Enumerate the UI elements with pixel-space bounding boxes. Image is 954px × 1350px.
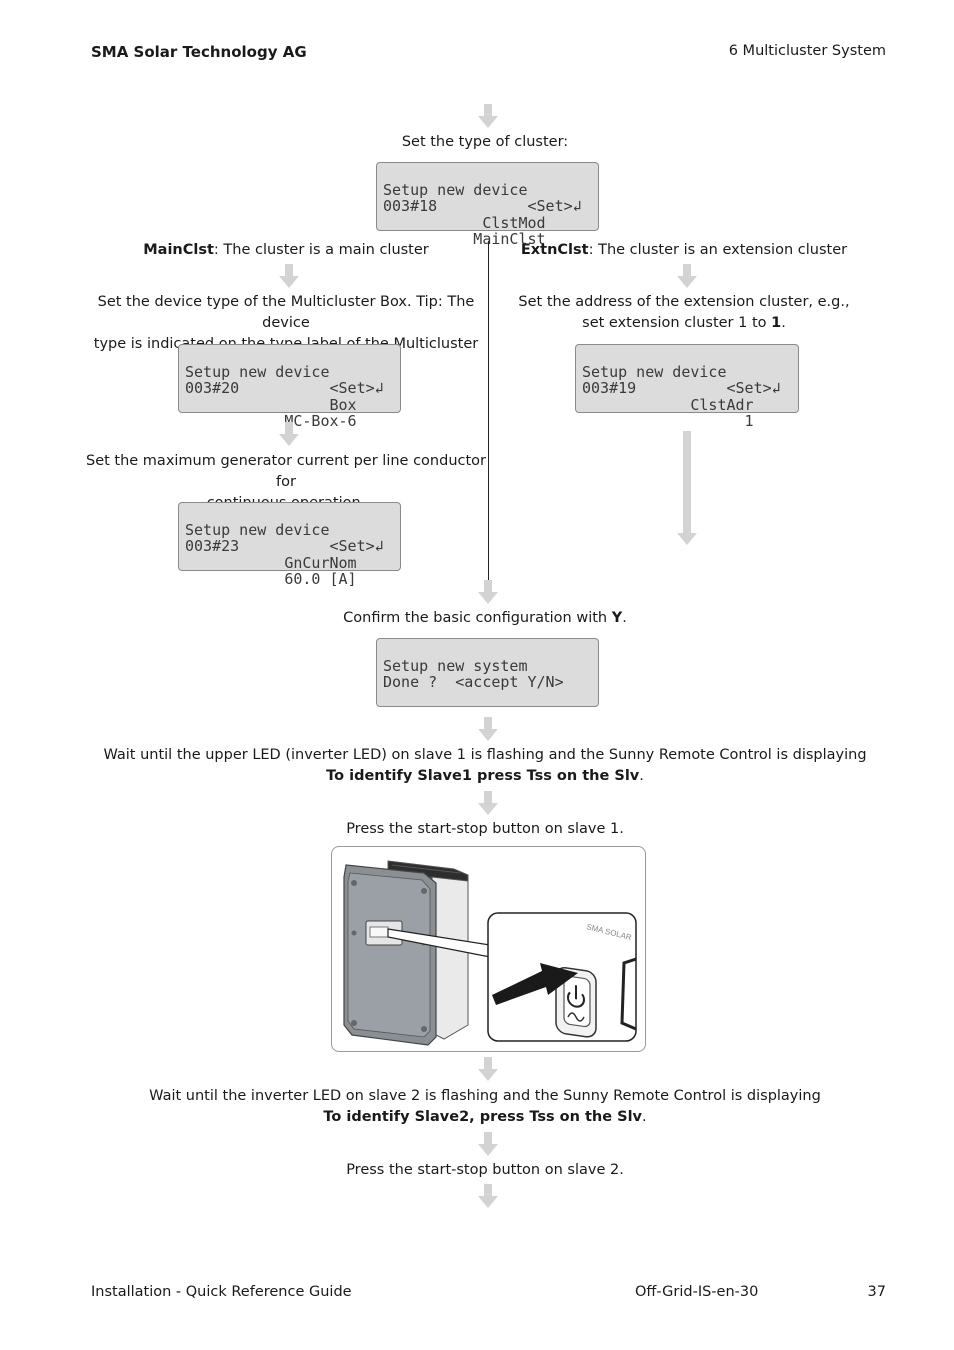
- lcd-line: 60.0 [A]: [185, 570, 357, 588]
- right-branch-heading-rest: : The cluster is an extension cluster: [588, 242, 848, 258]
- left-branch-heading-rest: : The cluster is a main cluster: [213, 242, 429, 258]
- header-company: SMA Solar Technology AG: [91, 43, 307, 61]
- down-arrow-icon: [478, 717, 498, 741]
- step-wait-slave2-post: .: [642, 1109, 647, 1125]
- lcd-line: Done ? <accept Y/N>: [383, 673, 564, 691]
- step-wait-slave2-text: Wait until the inverter LED on slave 2 i…: [0, 1086, 954, 1128]
- step-address-line2-bold: 1: [771, 315, 782, 331]
- right-branch-heading: ExtnClst: The cluster is an extension cl…: [496, 240, 872, 261]
- lcd-line: Setup new device: [185, 362, 330, 381]
- lcd-line: MainClst: [383, 230, 546, 248]
- down-arrow-icon: [677, 264, 697, 288]
- footer-page-number: 37: [867, 1284, 886, 1300]
- step-address-line2: set extension cluster 1 to 1.: [496, 313, 872, 334]
- step-wait-slave2-bold: To identify Slave2, press Tss on the Slv: [323, 1109, 642, 1125]
- step-wait-slave2-line2: To identify Slave2, press Tss on the Slv…: [0, 1107, 954, 1128]
- step-press-slave1-text: Press the start-stop button on slave 1.: [346, 821, 624, 837]
- step-address-line2-post: .: [781, 315, 786, 331]
- step-current-line1: Set the maximum generator current per li…: [85, 453, 486, 490]
- lcd-line: 1: [582, 412, 754, 430]
- step-confirm-bold: Y: [611, 610, 623, 626]
- down-arrow-icon: [478, 1132, 498, 1156]
- lcd-line: 003#20 <Set>↲: [185, 379, 384, 397]
- inverter-figure: SMA SOLAR: [331, 846, 646, 1052]
- down-arrow-icon: [279, 264, 299, 288]
- step-wait-slave1-post: .: [639, 768, 644, 784]
- lcd-line: Setup new system: [383, 656, 528, 675]
- down-arrow-icon: [478, 104, 498, 128]
- long-down-arrow-icon: [677, 431, 697, 545]
- lcd-line: Setup new device: [582, 362, 727, 381]
- step-address-line1: Set the address of the extension cluster…: [518, 294, 850, 310]
- step-confirm-pre: Confirm the basic configuration with: [343, 610, 612, 626]
- down-arrow-icon: [478, 1184, 498, 1208]
- step-confirm-text: Confirm the basic configuration with Y.: [0, 608, 954, 629]
- lcd-line: ClstAdr: [582, 395, 754, 414]
- lcd-line: ClstMod: [383, 213, 546, 232]
- left-branch-heading-bold: MainClst: [143, 242, 214, 258]
- step-box-line1: Set the device type of the Multicluster …: [97, 294, 475, 331]
- step-address-line2-pre: set extension cluster 1 to: [582, 315, 772, 331]
- lcd-line: Setup new device: [185, 520, 330, 539]
- step-wait-slave2-line1: Wait until the inverter LED on slave 2 i…: [149, 1088, 821, 1104]
- footer-doc-title: Installation - Quick Reference Guide: [91, 1284, 352, 1300]
- down-arrow-icon: [279, 422, 299, 446]
- footer-doc-code: Off-Grid-IS-en-30: [635, 1284, 759, 1300]
- down-arrow-icon: [478, 791, 498, 815]
- inverter-illustration: SMA SOLAR: [343, 860, 637, 1046]
- step-address-text: Set the address of the extension cluster…: [496, 292, 872, 334]
- lcd-line: 003#19 <Set>↲: [582, 379, 781, 397]
- lcd-line: MC-Box-6: [185, 412, 357, 430]
- lcd-line: Setup new device: [383, 180, 528, 199]
- down-arrow-icon: [478, 1057, 498, 1081]
- lcd-line: GnCurNom: [185, 553, 357, 572]
- lcd-line: Box: [185, 395, 357, 414]
- header-section: 6 Multicluster System: [728, 43, 886, 59]
- lcd-line: 003#23 <Set>↲: [185, 537, 384, 555]
- step-confirm-post: .: [622, 610, 627, 626]
- right-branch-heading-bold: ExtnClst: [520, 242, 589, 258]
- step-cluster-type-text: Set the type of cluster:: [401, 134, 569, 150]
- step-press-slave2-text: Press the start-stop button on slave 2.: [346, 1162, 624, 1178]
- down-arrow-icon: [478, 580, 498, 604]
- step-wait-slave1-line1: Wait until the upper LED (inverter LED) …: [103, 747, 867, 763]
- step-wait-slave1-text: Wait until the upper LED (inverter LED) …: [0, 745, 954, 787]
- left-branch-heading: MainClst: The cluster is a main cluster: [90, 240, 482, 261]
- step-wait-slave1-bold: To identify Slave1 press Tss on the Slv: [326, 768, 640, 784]
- step-wait-slave1-line2: To identify Slave1 press Tss on the Slv.: [0, 766, 954, 787]
- branch-divider: [488, 241, 489, 581]
- lcd-line: 003#18 <Set>↲: [383, 197, 582, 215]
